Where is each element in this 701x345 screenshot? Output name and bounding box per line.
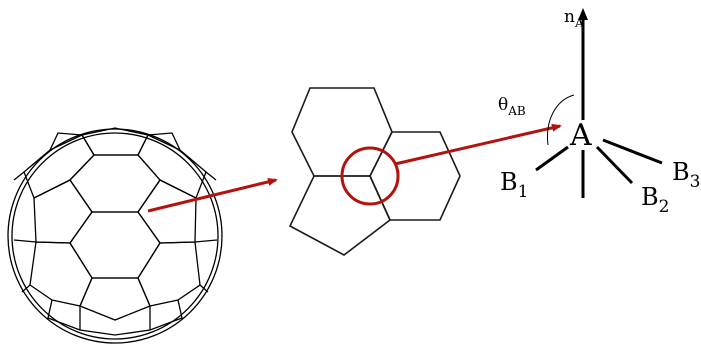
fragment-rings [288,87,461,256]
center-atom-label: A [569,118,592,153]
highlight-circle [340,146,400,206]
neighbor-b1-label: B1 [500,168,528,202]
normal-label: nA [564,7,584,30]
neighbor-b3-label: B3 [672,158,700,192]
zoom-arrow-1 [147,177,278,213]
pentagon-bottom [288,175,391,256]
bond-b3 [602,138,663,165]
bond-b1 [535,145,569,172]
bond-b2 [595,145,634,185]
angle-arc [547,94,575,146]
neighbor-b2-label: B2 [641,183,669,217]
fullerene-molecule [7,127,223,344]
atom-bonding-diagram: nA θAB A B1 B2 B3 [498,7,700,217]
zoom-arrow-2 [394,123,562,166]
normal-vector-head [578,8,588,20]
angle-label: θAB [498,95,526,118]
